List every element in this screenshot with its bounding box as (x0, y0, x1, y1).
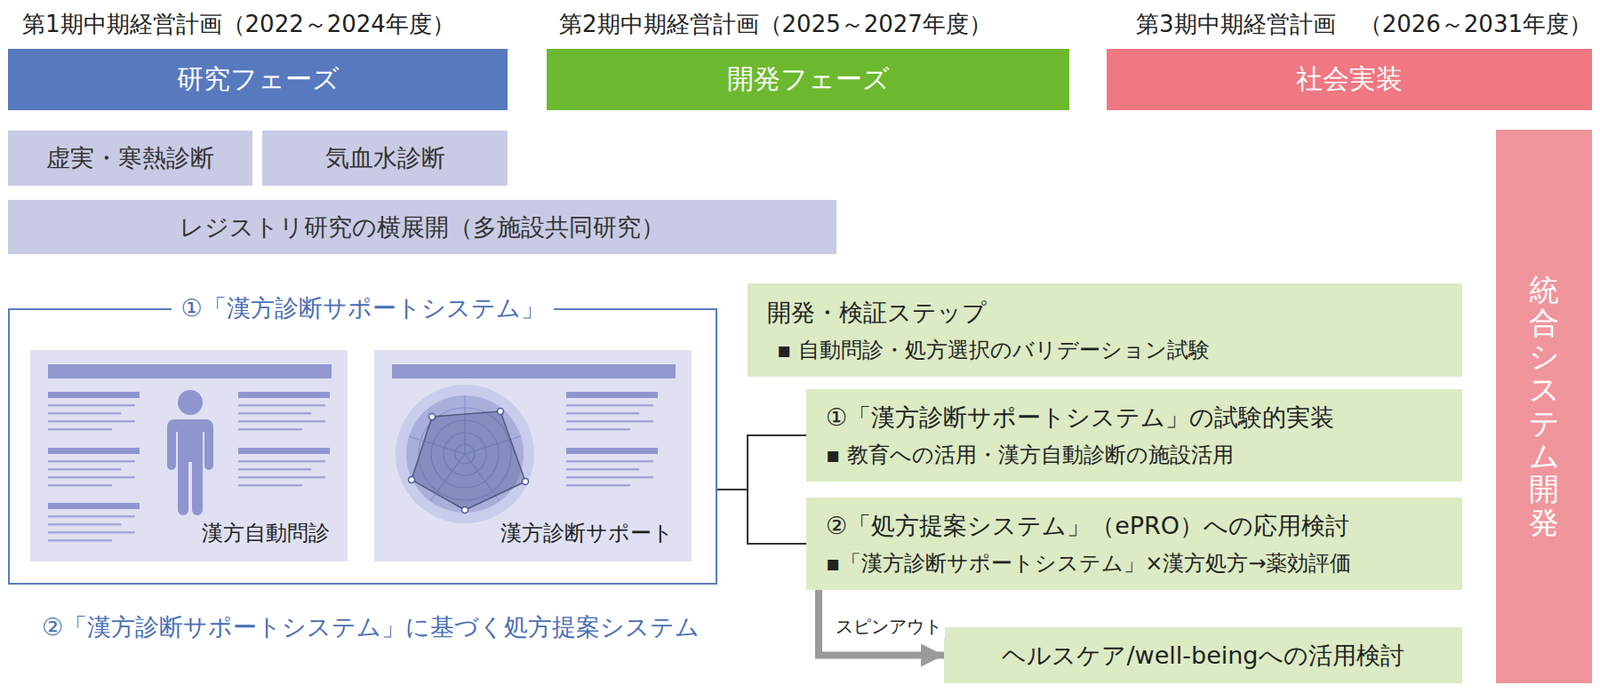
stripe-line (566, 412, 640, 416)
radar-shape (411, 411, 526, 511)
step-bullet: ▪ 教育への活用・漢方自動診断の施設活用 (825, 440, 1234, 470)
stripe-line (566, 468, 640, 472)
panel-caption: 漢方自動問診 (201, 519, 330, 548)
phase-name: 開発フェーズ (727, 61, 890, 98)
stripe-line (238, 412, 312, 416)
stripe-line (48, 476, 136, 480)
stripe-line (48, 412, 121, 416)
step-box: ①「漢方診断サポートシステム」の試験的実装 ▪ 教育への活用・漢方自動診断の施設活… (806, 389, 1463, 482)
vertical-band: 統合システム開発 (1496, 129, 1592, 684)
step-bullet: ▪「漢方診断サポートシステム」×漢方処方→薬効評価 (825, 549, 1352, 578)
system-caption: ②「漢方診断サポートシステム」に基づく処方提案システム (41, 611, 700, 644)
stripe-line (48, 515, 136, 519)
frame-title: ①「漢方診断サポートシステム」 (171, 293, 553, 324)
stripe-line (566, 484, 631, 488)
stripe-heading (48, 448, 140, 455)
stripe-line (566, 476, 654, 480)
phase-name: 研究フェーズ (176, 61, 340, 98)
step-heading: ②「処方提案システム」（ePRO）への応用検討 (825, 510, 1350, 543)
spinout-text: ヘルスケア/well-beingへの活用検討 (1001, 640, 1404, 672)
stripe-line (566, 428, 631, 432)
spinout-arrow (818, 590, 944, 656)
stripe-heading (566, 392, 658, 399)
spinout-box: ヘルスケア/well-beingへの活用検討 (944, 627, 1463, 684)
stripe-line (238, 468, 312, 472)
vertical-text: 統合システム開発 (1528, 273, 1560, 540)
text-stripes (48, 392, 658, 543)
stripe-line (48, 484, 112, 488)
stripe-line (238, 484, 303, 488)
stripe-line (238, 404, 326, 408)
stripe-line (566, 420, 654, 424)
panel-caption: 漢方診断サポート (500, 519, 674, 548)
topic-text: 虚実・寒熱診断 (46, 142, 215, 175)
phase-name: 社会実装 (1296, 61, 1403, 98)
topic-text: レジストリ研究の横展開（多施設共同研究） (179, 211, 665, 244)
screen-panel: 漢方自動問診 (30, 350, 348, 562)
diagnosis-panel-art (374, 350, 692, 562)
questionnaire-panel-art (30, 350, 348, 562)
stripe-line (48, 428, 112, 432)
stripe-line (566, 460, 654, 464)
stripe-line (566, 404, 654, 408)
topic-box: レジストリ研究の横展開（多施設共同研究） (8, 200, 837, 255)
header-bar (392, 364, 676, 379)
panel-ground (30, 350, 348, 562)
stripe-heading (566, 448, 658, 455)
screen-panel: 漢方診断サポート (374, 350, 692, 562)
topic-box: 虚実・寒熱診断 (8, 130, 253, 186)
branch-connector (717, 435, 807, 490)
stripe-line (48, 404, 136, 408)
radar-halo (395, 384, 535, 524)
stripe-line (48, 523, 121, 527)
stripe-line (238, 476, 326, 480)
plan-period: 第2期中期経営計画（2025～2027年度） (559, 8, 992, 40)
topic-box: 気血水診断 (262, 130, 508, 186)
stripe-line (238, 428, 303, 432)
stripe-heading (238, 392, 330, 399)
phase-band: 第3期中期経営計画 （2026～2031年度）社会実装 (1106, 48, 1592, 111)
stripe-line (238, 420, 326, 424)
stripe-heading (48, 392, 140, 399)
person-body (167, 419, 214, 516)
stripe-heading (48, 503, 140, 510)
stripe-line (48, 420, 136, 424)
stripe-line (48, 460, 136, 464)
stripe-line (48, 539, 112, 543)
branch-connector (717, 489, 807, 544)
step-box: ②「処方提案システム」（ePRO）への応用検討 ▪「漢方診断サポートシステム」×漢… (806, 497, 1463, 591)
phase-band: 第1期中期経営計画（2022～2024年度）研究フェーズ (8, 48, 508, 111)
step-bullet: ▪ 自動問診・処方選択のバリデーション試験 (776, 336, 1210, 365)
stripe-line (48, 468, 121, 472)
stripe-heading (238, 448, 330, 455)
stripe-line (238, 460, 326, 464)
radar-points (408, 408, 529, 514)
step-box: 開発・検証ステップ ▪ 自動問診・処方選択のバリデーション試験 (747, 283, 1463, 377)
step-heading: ①「漢方診断サポートシステム」の試験的実装 (825, 401, 1335, 434)
step-heading: 開発・検証ステップ (767, 296, 987, 329)
plan-period: 第3期中期経営計画 （2026～2031年度） (1136, 8, 1592, 40)
person-head (177, 390, 203, 416)
topic-text: 気血水診断 (325, 142, 446, 175)
panel-ground (374, 350, 692, 562)
plan-period: 第1期中期経営計画（2022～2024年度） (22, 8, 456, 40)
phase-band: 第2期中期経営計画（2025～2027年度）開発フェーズ (546, 48, 1070, 111)
header-bar (48, 364, 332, 379)
edge-label: スピンアウト (832, 615, 945, 640)
system-frame: 漢方自動問診漢方診断サポート①「漢方診断サポートシステム」 (8, 308, 718, 585)
stripe-line (48, 531, 136, 535)
